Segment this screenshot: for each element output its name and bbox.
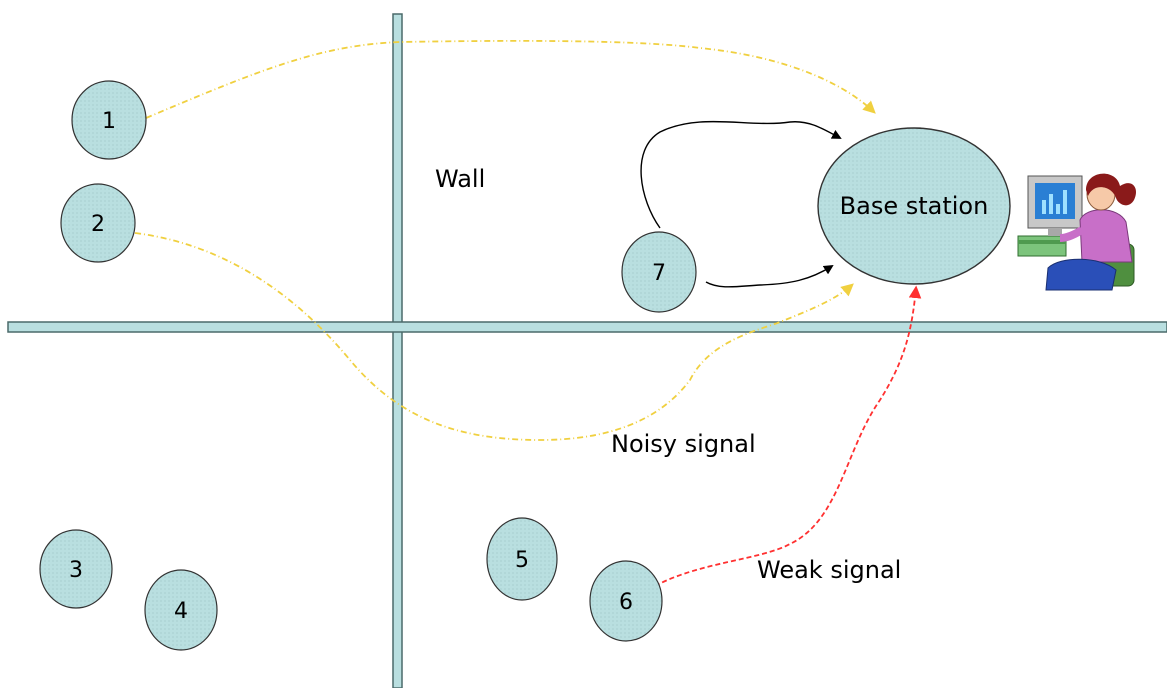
node-label: 1 bbox=[102, 109, 116, 134]
sensor-node-6: 6 bbox=[589, 560, 663, 642]
wall-label: Wall bbox=[435, 165, 486, 193]
node-label: 7 bbox=[652, 261, 666, 286]
sensor-node-3: 3 bbox=[39, 529, 113, 609]
sensor-node-4: 4 bbox=[144, 569, 218, 651]
direct-link-lower bbox=[705, 264, 834, 288]
base-station: Base station bbox=[817, 127, 1011, 285]
node-label: 2 bbox=[91, 212, 105, 237]
sensor-node-7: 7 bbox=[621, 231, 697, 313]
direct-link-upper bbox=[640, 120, 842, 229]
node-label: 4 bbox=[174, 599, 188, 624]
person-at-computer-icon bbox=[1017, 173, 1137, 291]
node-label: 6 bbox=[619, 590, 633, 615]
weak-signal-label: Weak signal bbox=[757, 556, 902, 584]
sensor-node-1: 1 bbox=[71, 80, 147, 160]
noisy-signal-path-2 bbox=[134, 232, 854, 441]
wall-horizontal bbox=[7, 321, 1167, 333]
wall-vertical bbox=[392, 13, 403, 688]
node-label: 3 bbox=[69, 558, 83, 583]
noisy-signal-path-1 bbox=[145, 39, 876, 119]
sensor-node-2: 2 bbox=[60, 183, 136, 263]
node-label: 5 bbox=[515, 548, 529, 573]
base-station-label: Base station bbox=[840, 192, 989, 220]
weak-signal-path bbox=[654, 285, 922, 587]
noisy-signal-label: Noisy signal bbox=[611, 430, 756, 458]
sensor-node-5: 5 bbox=[486, 517, 558, 601]
